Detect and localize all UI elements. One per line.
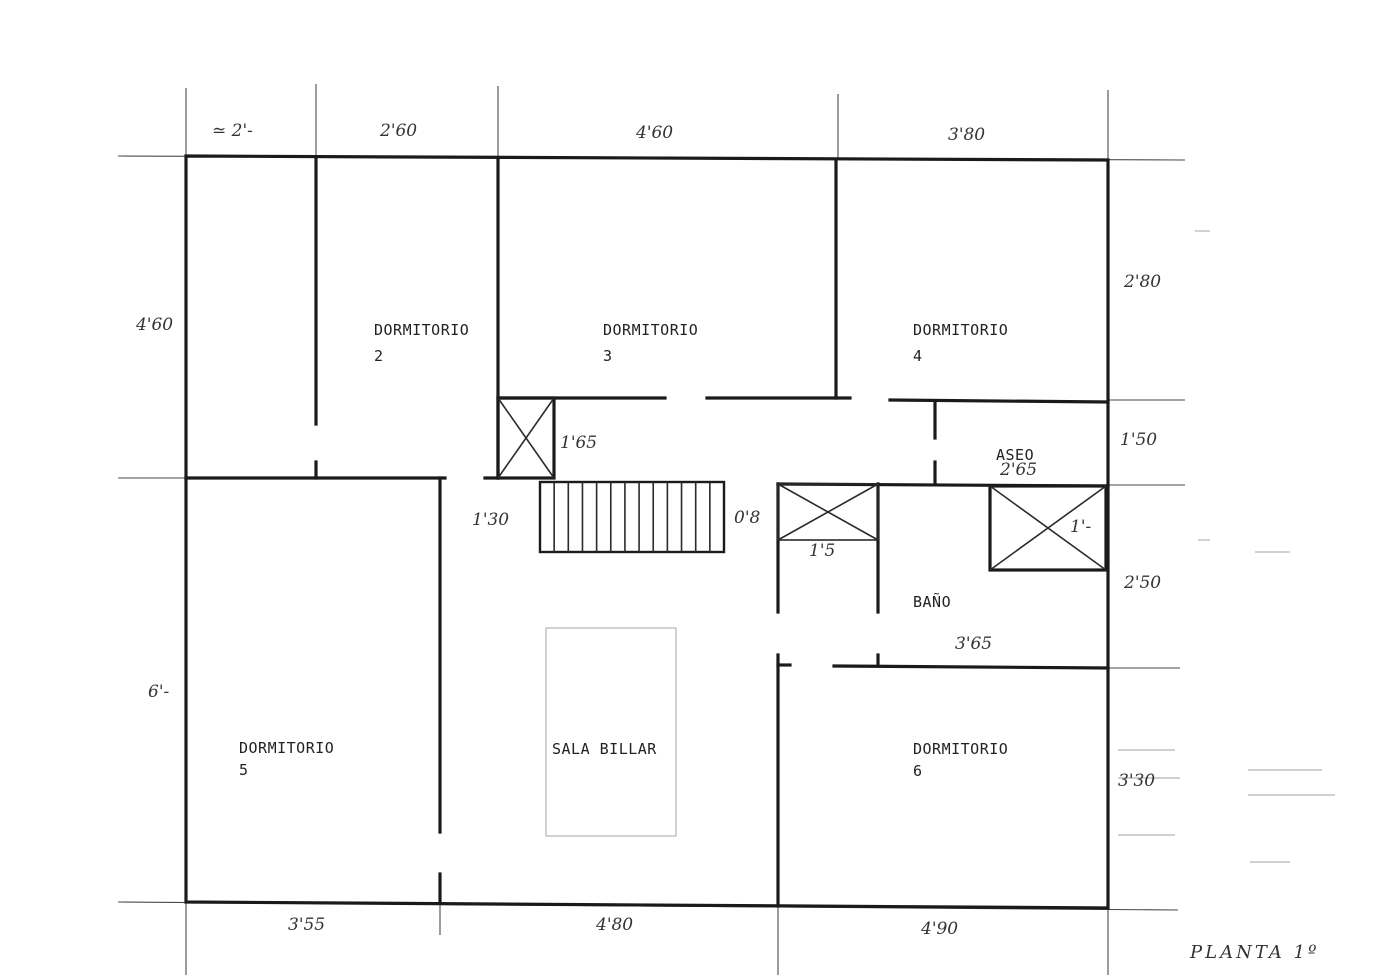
- room-labels: DORMITORIO 2 DORMITORIO 3 DORMITORIO 4 D…: [239, 321, 1034, 780]
- dim-stair-shaft: 1'65: [560, 433, 597, 453]
- dim-top-3: 4'60: [635, 123, 673, 143]
- small-shaft: [777, 483, 879, 541]
- dim-bottom-3: 4'90: [920, 919, 958, 939]
- billiard-table: [545, 627, 677, 837]
- dim-hall-left: 1'30: [472, 510, 509, 530]
- scan-artifacts: [1118, 230, 1335, 863]
- dim-left-1: 4'60: [135, 315, 173, 335]
- plan-title: PLANTA 1º: [1189, 942, 1319, 963]
- dorm4-label: DORMITORIO: [913, 321, 1008, 339]
- dorm6-number: 6: [913, 762, 923, 780]
- dim-right-3: 2'50: [1123, 573, 1161, 593]
- shaft-crosses: [497, 397, 1107, 571]
- dim-top-1: ≃ 2'-: [212, 121, 253, 141]
- dimension-labels: ≃ 2'- 2'60 4'60 3'80 4'60 6'- 2'80 1'50 …: [135, 121, 1161, 939]
- dim-bottom-1: 3'55: [288, 915, 325, 935]
- dim-shaft-right: 1'-: [1070, 517, 1091, 537]
- staircase: [538, 480, 726, 554]
- dim-bottom-2: 4'80: [595, 915, 633, 935]
- dim-aseo-width: 2'65: [999, 460, 1037, 480]
- stair-shaft: [496, 396, 556, 480]
- dorm2-number: 2: [374, 347, 384, 365]
- dim-top-2: 2'60: [379, 121, 417, 141]
- dimension-guides: [117, 84, 1186, 975]
- dim-right-1: 2'80: [1123, 272, 1161, 292]
- dorm2-label: DORMITORIO: [374, 321, 469, 339]
- dim-hall-right: 0'8: [734, 508, 760, 528]
- dorm4-number: 4: [913, 347, 923, 365]
- dim-bano-width: 3'65: [955, 634, 992, 654]
- dorm5-label: DORMITORIO: [239, 739, 334, 757]
- dorm3-label: DORMITORIO: [603, 321, 698, 339]
- outer-wall: [184, 154, 1110, 910]
- walls: [184, 154, 1110, 910]
- dim-left-2: 6'-: [148, 682, 169, 702]
- dorm6-label: DORMITORIO: [913, 740, 1008, 758]
- dim-small-shaft: 1'5: [809, 541, 835, 561]
- aseo-label: ASEO: [996, 446, 1034, 464]
- dim-right-4: 3'30: [1118, 771, 1155, 791]
- dim-right-2: 1'50: [1120, 430, 1157, 450]
- bano-label: BAÑO: [913, 592, 951, 611]
- right-shaft: [988, 484, 1108, 572]
- dorm3-number: 3: [603, 347, 613, 365]
- dorm5-number: 5: [239, 761, 249, 779]
- dim-top-4: 3'80: [948, 125, 985, 145]
- sala-billar-label: SALA BILLAR: [552, 740, 657, 758]
